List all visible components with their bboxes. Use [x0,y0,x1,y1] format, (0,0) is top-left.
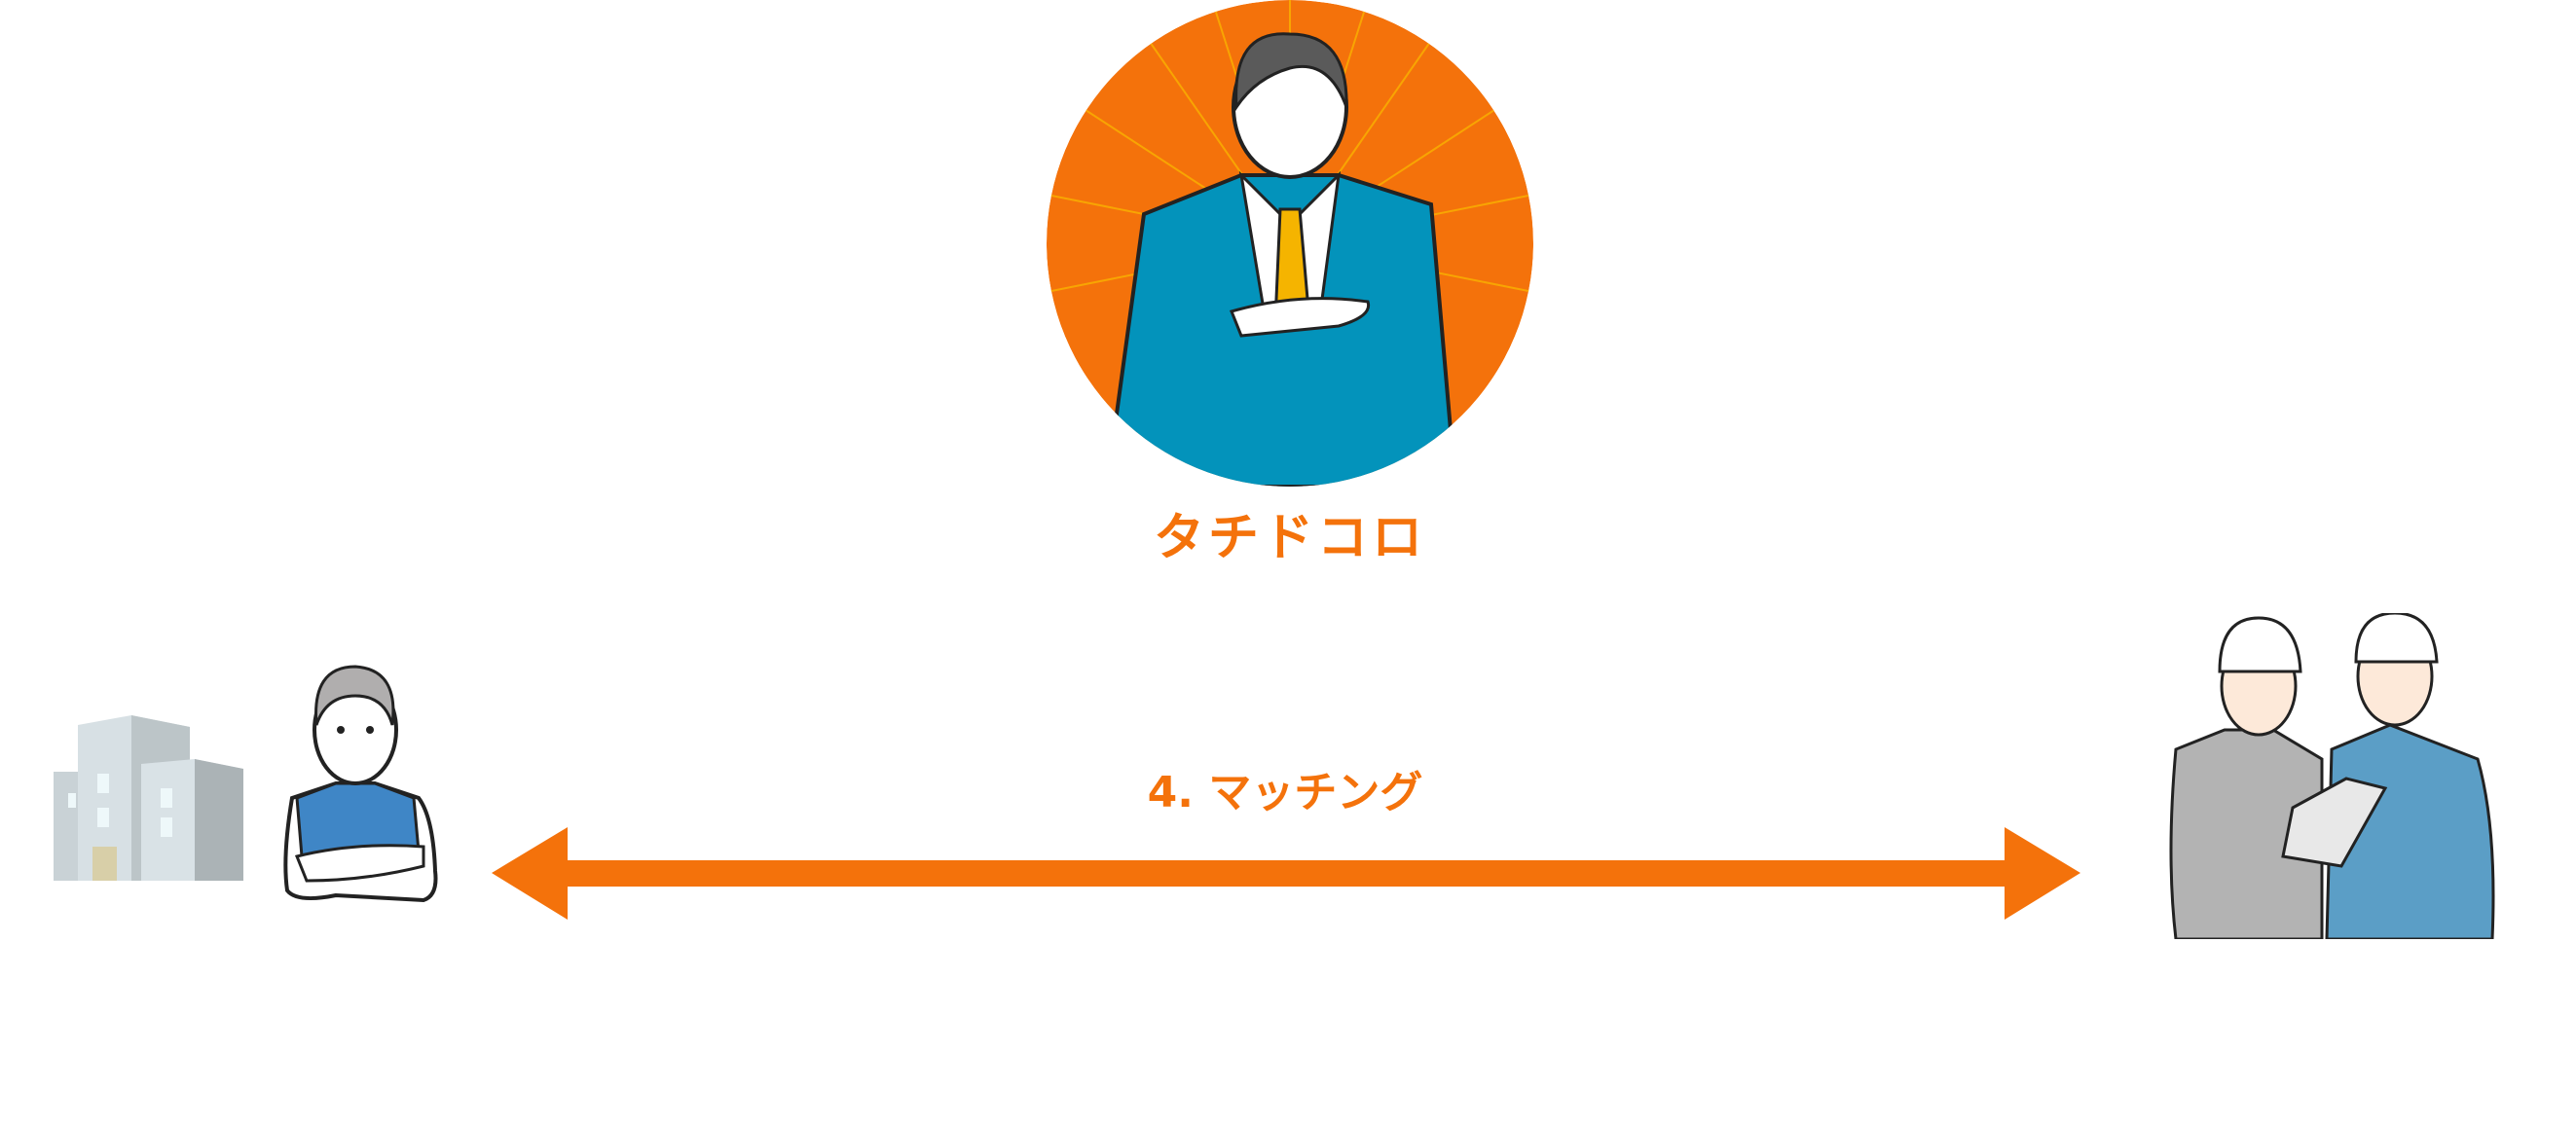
double-headed-arrow-icon [492,827,2080,920]
client-person-illustration [283,665,438,903]
building-icon [54,715,243,881]
matching-step-label: 4. マッチング [1147,768,1423,817]
company-name-label: タチドコロ [1153,509,1426,567]
businessman-illustration [1047,0,1533,487]
construction-workers-illustration [2169,613,2495,939]
